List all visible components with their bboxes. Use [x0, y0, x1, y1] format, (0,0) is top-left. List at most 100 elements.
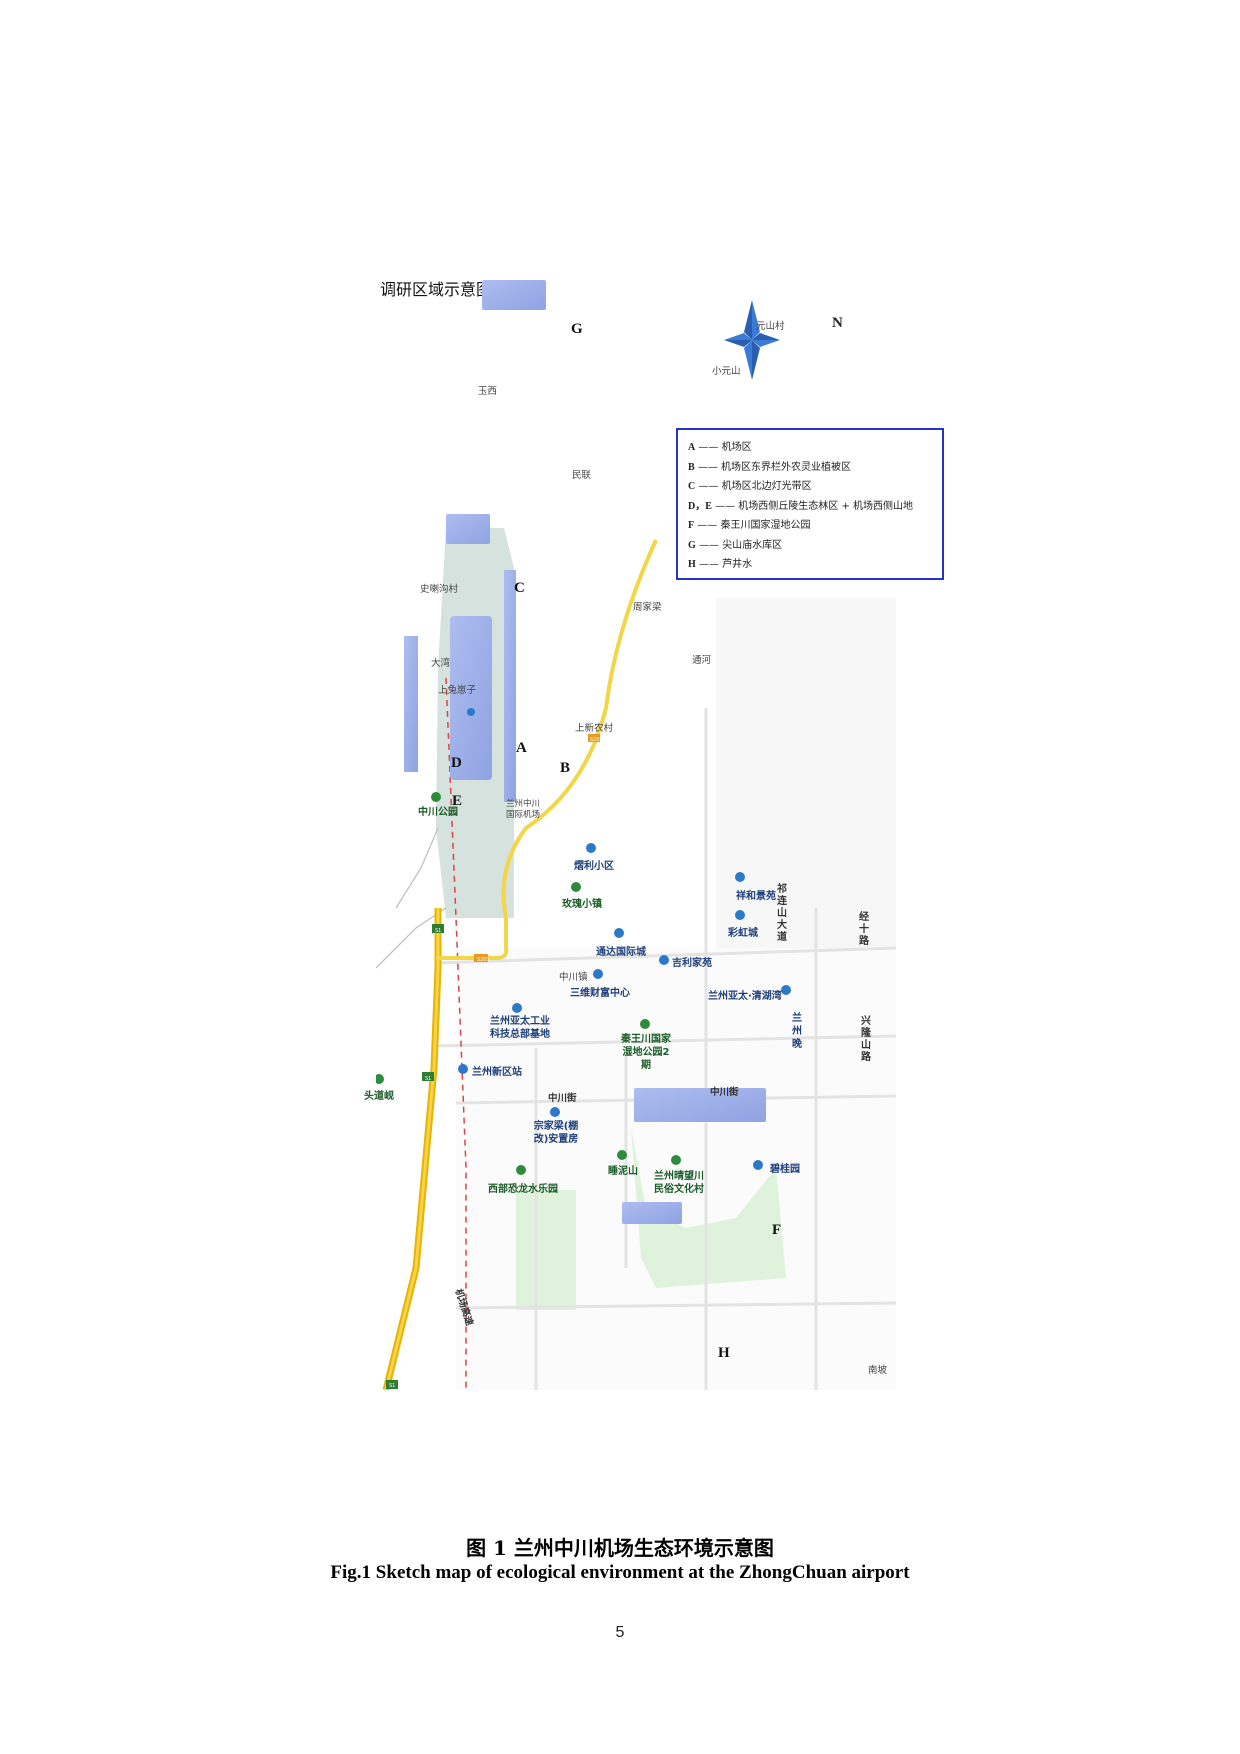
- poi-yatai-industry: 兰州亚太工业科技总部基地: [490, 1016, 550, 1040]
- qinghu-marker: [781, 985, 791, 995]
- compass-star: [724, 300, 780, 380]
- legend-text: —— 机场区东界栏外农灵业植被区: [697, 461, 852, 473]
- legend-row-h: H —— 芦井水: [688, 555, 932, 575]
- zone-label-c: C: [514, 580, 525, 596]
- zone-label-h: H: [718, 1345, 730, 1361]
- shield-s201-b: S201: [477, 957, 490, 963]
- zone-de-box[interactable]: [404, 636, 418, 772]
- compass-north-label: N: [832, 315, 843, 331]
- s201-shield-a: [588, 734, 600, 742]
- xianghe-marker: [735, 872, 745, 882]
- shield-s201-a: S201: [590, 737, 603, 743]
- place-minlian: 民联: [572, 470, 592, 481]
- place-zhongchuanjie-1: 中川街: [548, 1093, 577, 1104]
- zone-h-box[interactable]: [622, 1202, 682, 1224]
- poi-zhongchuan-park: 中川公园: [418, 807, 458, 818]
- poi-toudaoxian: 头道岘: [364, 1091, 394, 1102]
- place-shilagoucun: 史喇沟村: [420, 584, 459, 595]
- legend-row-c: C —— 机场区北边灯光带区: [688, 477, 932, 497]
- zongjialiang-marker: [550, 1107, 560, 1117]
- biguiyuan-marker: [753, 1160, 763, 1170]
- place-airport: 兰州中川国际机场: [505, 799, 540, 820]
- place-xiaoyuanshan: 小元山: [712, 366, 741, 377]
- zone-c-box[interactable]: [446, 514, 490, 544]
- legend-text: —— 机场区北边灯光带区: [698, 481, 812, 492]
- poi-xinqu-station: 兰州新区站: [472, 1067, 522, 1078]
- poi-xiangnishan: 睡泥山: [608, 1166, 638, 1177]
- railway-line: [445, 677, 467, 1390]
- s1-shield-c: [386, 1380, 398, 1389]
- road-jingshi: 经十路: [859, 912, 869, 947]
- station-marker: [458, 1064, 468, 1074]
- poi-village: 兰州晴望川民俗文化村: [654, 1171, 704, 1195]
- toudaoxian-marker: [376, 1074, 384, 1084]
- poi-biguiyuan: 碧桂园: [770, 1164, 800, 1175]
- place-zhongchuanjie-2: 中川街: [710, 1087, 739, 1098]
- shield-s1-a: S1: [435, 928, 442, 934]
- zone-label-b: B: [560, 760, 571, 776]
- place-dawan: 大湾: [431, 658, 451, 669]
- legend-letter: H: [688, 559, 696, 570]
- legend-text: —— 机场区: [698, 442, 752, 453]
- village-marker: [671, 1155, 681, 1165]
- zone-label-a: A: [516, 740, 527, 756]
- legend-letter: F: [688, 520, 695, 531]
- zone-b-box[interactable]: [504, 570, 516, 802]
- dinosaur-marker: [516, 1165, 526, 1175]
- poi-zongjialiang: 宗家梁(棚改)安置房: [533, 1121, 579, 1145]
- s1-shield-b: [422, 1072, 434, 1081]
- airport-marker: [467, 708, 475, 716]
- airport-expressway: [382, 908, 442, 1390]
- s201-shield-b: [474, 954, 488, 962]
- road-qilianshan: 祁连山大道: [777, 884, 787, 943]
- legend-text: —— 尖山庙水库区: [698, 539, 783, 551]
- map-canvas[interactable]: [376, 268, 896, 1390]
- caihong-marker: [735, 910, 745, 920]
- s1-shield-a: [432, 924, 444, 933]
- legend-row-a: A —— 机场区: [688, 438, 932, 458]
- urban-area: [456, 948, 896, 1390]
- legend-text: —— 秦王川国家湿地公园: [697, 520, 811, 531]
- shield-s1-c: S1: [389, 1383, 396, 1389]
- poi-yunli: 熠利小区: [574, 861, 614, 872]
- zone-a-box[interactable]: [450, 616, 492, 780]
- s201-road: [436, 539, 658, 960]
- sanwei-marker: [593, 969, 603, 979]
- figure-caption-chinese: 图 1 兰州中川机场生态环境示意图: [466, 1536, 774, 1560]
- place-zhoujialiang: 周家梁: [633, 602, 662, 613]
- poi-caihong: 彩虹城: [728, 928, 758, 939]
- park-area-west: [516, 1190, 576, 1310]
- zone-label-e: E: [452, 793, 463, 809]
- zone-f-box[interactable]: [634, 1088, 766, 1122]
- zone-label-d: D: [451, 755, 462, 771]
- poi-xianghe: 祥和景苑: [736, 891, 776, 902]
- industry-marker: [512, 1003, 522, 1013]
- poi-tongda: 通达国际城: [596, 947, 646, 958]
- zone-g-box[interactable]: [482, 280, 546, 310]
- zone-label-f: F: [772, 1222, 782, 1238]
- legend-row-f: F —— 秦王川国家湿地公园: [688, 516, 932, 536]
- poi-dinosaur: 西部恐龙水乐园: [488, 1184, 558, 1195]
- poi-markers: [376, 708, 791, 1175]
- page-number: 5: [615, 1624, 625, 1641]
- legend-letter: A: [688, 442, 696, 453]
- poi-edge: 兰州晚: [792, 1013, 802, 1050]
- legend-row-de: D，E —— 机场西侧丘陵生态林区 + 机场西侧山地: [688, 497, 932, 517]
- legend-letter: B: [688, 461, 695, 473]
- legend-letter: G: [688, 539, 696, 551]
- legend-letter: C: [688, 481, 696, 492]
- park-area-qinwangchuan: [631, 1128, 786, 1288]
- park-marker: [431, 792, 441, 802]
- legend-box: A —— 机场区 B —— 机场区东界栏外农灵业植被区 C —— 机场区北边灯光…: [676, 428, 944, 580]
- meigui-marker: [571, 882, 581, 892]
- legend-text: —— 机场西侧丘陵生态林区 + 机场西侧山地: [715, 500, 914, 512]
- place-shangxinnongcun: 上新农村: [575, 723, 614, 734]
- poi-sanwei: 三维财富中心: [570, 988, 630, 999]
- poi-qinwangchuan: 秦王川国家湿地公园2期: [621, 1034, 671, 1071]
- poi-yatai-qinghu: 兰州亚太·清湖湾: [708, 991, 782, 1002]
- place-nanpo: 南坡: [868, 1365, 888, 1376]
- place-yuanshancun: 元山村: [756, 321, 785, 332]
- poi-jili: 吉利家苑: [672, 958, 712, 969]
- figure-caption-english: Fig.1 Sketch map of ecological environme…: [330, 1562, 910, 1583]
- place-zhongchuanzhen: 中川镇: [559, 972, 588, 983]
